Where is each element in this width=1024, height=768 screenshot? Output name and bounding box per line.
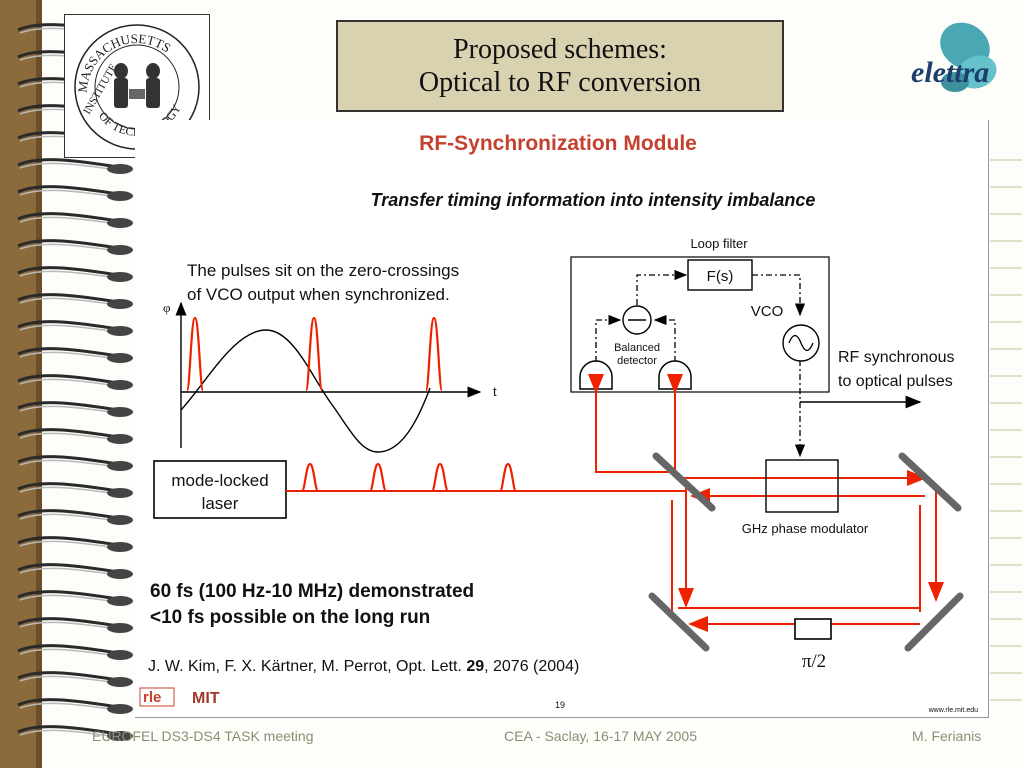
spiral-ring bbox=[17, 185, 133, 201]
rf-label-1: RF synchronous bbox=[838, 349, 955, 366]
elettra-wordmark: elettra bbox=[911, 56, 989, 89]
loop-filter-box bbox=[687, 259, 753, 291]
spiral-ring bbox=[17, 347, 133, 363]
spiral-ring bbox=[17, 563, 133, 579]
filter-to-vco-line bbox=[752, 274, 806, 317]
balanced-label-2: detector bbox=[617, 355, 657, 367]
sync-pulses bbox=[185, 316, 444, 392]
right-detector-line bbox=[653, 314, 676, 362]
beam-to-left-detector bbox=[588, 374, 672, 473]
t-label: t bbox=[493, 384, 497, 399]
spiral-ring bbox=[17, 482, 133, 498]
mirror-bottom-left bbox=[648, 592, 710, 652]
spiral-ring bbox=[17, 266, 133, 282]
elettra-logo: elettra bbox=[905, 12, 1011, 110]
photodetector-left bbox=[579, 360, 613, 390]
result-line-1: 60 fs (100 Hz-10 MHz) demonstrated bbox=[150, 581, 474, 602]
phase-modulator-box bbox=[765, 459, 839, 513]
spiral-ring bbox=[17, 320, 133, 336]
spiral-ring bbox=[17, 536, 133, 552]
svg-text:rle: rle bbox=[143, 689, 161, 706]
footer-left: EUROFEL DS3-DS4 TASK meeting bbox=[92, 728, 314, 744]
vco-label: VCO bbox=[751, 303, 784, 320]
laser-label-1: mode-locked bbox=[171, 471, 268, 490]
pi-half-plate bbox=[794, 618, 832, 640]
vco-sine-wave bbox=[180, 329, 431, 453]
rle-url: www.rle.mit.edu bbox=[928, 707, 979, 714]
balanced-label-1: Balanced bbox=[614, 342, 660, 354]
embedded-slide bbox=[135, 120, 989, 718]
spiral-ring bbox=[17, 644, 133, 660]
footer-right: M. Ferianis bbox=[912, 728, 982, 744]
spiral-ring bbox=[17, 725, 133, 741]
mode-locked-laser-box bbox=[153, 460, 287, 519]
spiral-ring bbox=[17, 617, 133, 633]
phi-label: φ bbox=[163, 300, 171, 315]
spiral-ring bbox=[17, 428, 133, 444]
spiral-ring bbox=[17, 401, 133, 417]
spiral-ring bbox=[17, 158, 133, 174]
slide-title: Proposed schemes: Optical to RF conversi… bbox=[336, 20, 784, 112]
spiral-ring bbox=[17, 455, 133, 471]
photodetector-right bbox=[658, 360, 692, 390]
pulse-train bbox=[300, 462, 518, 493]
spiral-ring bbox=[17, 374, 133, 390]
spiral-ring bbox=[17, 293, 133, 309]
result-line-2: <10 fs possible on the long run bbox=[150, 607, 430, 628]
laser-label-2: laser bbox=[202, 494, 239, 513]
beam-splitter-mirror bbox=[652, 452, 716, 512]
spiral-ring bbox=[17, 590, 133, 606]
spiral-ring bbox=[17, 239, 133, 255]
mirror-bottom-right bbox=[904, 592, 964, 652]
title-line-2: Optical to RF conversion bbox=[418, 67, 702, 98]
spiral-ring bbox=[17, 509, 133, 525]
fs-label: F(s) bbox=[707, 268, 734, 285]
footer-center: CEA - Saclay, 16-17 MAY 2005 bbox=[504, 728, 697, 744]
reference-citation: J. W. Kim, F. X. Kärtner, M. Perrot, Opt… bbox=[148, 658, 579, 675]
slide-heading: RF-Synchronization Module bbox=[419, 132, 697, 155]
rf-label-2: to optical pulses bbox=[838, 373, 953, 390]
note-line-1: The pulses sit on the zero-crossings bbox=[187, 261, 459, 280]
feedback-loop-box bbox=[570, 256, 830, 393]
pi-half-label: π/2 bbox=[802, 651, 826, 672]
note-line-2: of VCO output when synchronized. bbox=[187, 285, 450, 304]
page-number: 19 bbox=[555, 700, 565, 710]
mirror-top-right bbox=[898, 452, 962, 512]
spiral-ring bbox=[17, 671, 133, 687]
phase-modulator-label: GHz phase modulator bbox=[742, 521, 869, 536]
mit-wordmark: MIT bbox=[192, 690, 220, 707]
spiral-ring bbox=[17, 212, 133, 228]
spiral-ring bbox=[17, 698, 133, 714]
loop-filter-label: Loop filter bbox=[690, 236, 748, 251]
title-line-1: Proposed schemes: bbox=[453, 33, 667, 65]
rle-logo: rle bbox=[139, 687, 175, 707]
slide-subheading: Transfer timing information into intensi… bbox=[371, 190, 816, 210]
left-detector-line bbox=[595, 314, 622, 362]
detector-to-filter-line bbox=[636, 269, 688, 305]
decorative-rule-lines bbox=[990, 159, 1022, 701]
